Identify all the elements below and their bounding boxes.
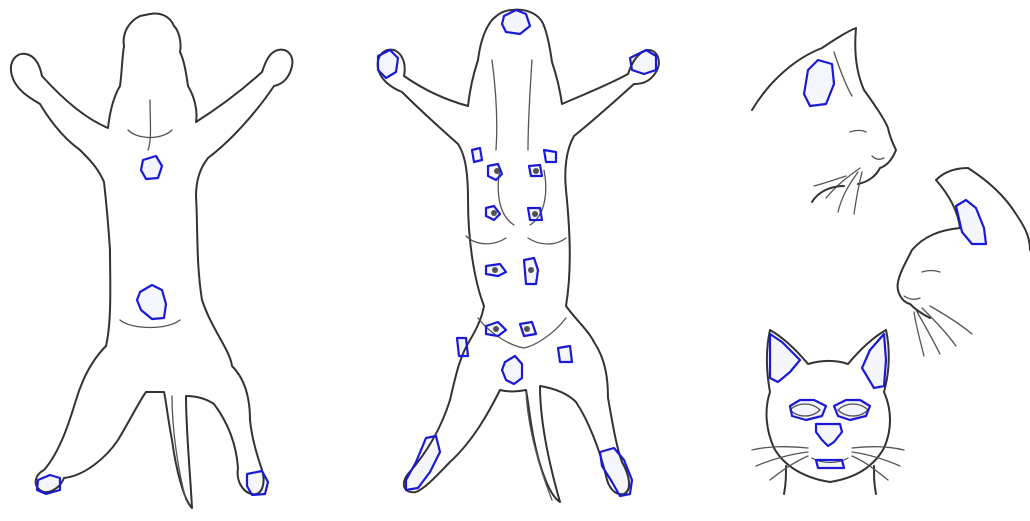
frontal-whisker xyxy=(770,456,808,480)
lesion-mark-chin xyxy=(502,10,530,34)
lesion-mark-inguinal-left xyxy=(457,338,468,356)
lesion-mark-left-hind-paw xyxy=(37,475,60,494)
dorsal-cat-outline xyxy=(11,14,292,509)
upper-neck-line xyxy=(812,186,844,202)
ventral-belly-line-2 xyxy=(528,238,566,244)
lesion-mark-mid-back xyxy=(141,156,162,179)
head-profile-upper xyxy=(752,28,896,214)
lesion-mark-lips xyxy=(816,460,844,468)
ventral-chest-line xyxy=(498,170,514,225)
dorsal-spine-line xyxy=(148,100,151,150)
lesion-mark-mammary-10 xyxy=(520,322,536,336)
lesion-mark-mammary-5 xyxy=(486,206,500,220)
lesion-mark-mammary-3 xyxy=(488,164,502,180)
lesion-mark-mammary-8 xyxy=(524,258,538,284)
lesion-mark-mammary-9 xyxy=(486,322,506,336)
lesion-mark-ear-upper-profile xyxy=(804,60,834,106)
upper-whisker xyxy=(854,172,862,214)
ventral-cat-outline xyxy=(378,10,659,502)
lesion-mark-ear-lower-profile xyxy=(956,200,986,244)
lesion-mark-inguinal-right xyxy=(558,346,572,362)
lesion-mark-lower-back xyxy=(137,285,166,319)
lesion-mark-perianal xyxy=(502,356,522,384)
ventral-view-panel xyxy=(378,10,659,502)
lesion-mark-ear-frontal-right xyxy=(862,334,886,388)
lesion-mark-mammary-2 xyxy=(544,150,556,162)
lower-whisker xyxy=(914,312,924,356)
upper-ear-inner-line xyxy=(834,52,852,96)
lesion-mark-mammary-6 xyxy=(528,208,542,220)
dorsal-view-panel xyxy=(11,14,292,509)
head-frontal xyxy=(752,330,904,494)
lesion-mark-mammary-1 xyxy=(472,148,482,162)
lesion-mark-left-hind-leg xyxy=(406,436,440,490)
lower-mouth-line xyxy=(904,296,920,299)
head-profile-lower xyxy=(898,168,1030,356)
lesion-mark-mammary-4 xyxy=(529,165,542,176)
lower-whisker xyxy=(930,306,972,334)
ventral-belly-line xyxy=(466,236,506,244)
upper-mouth-line xyxy=(872,156,884,159)
lower-eye-line xyxy=(922,271,940,273)
dorsal-hip-line xyxy=(120,320,180,328)
lesion-mark-right-hind-leg xyxy=(600,448,632,496)
lesion-mark-right-fore-paw xyxy=(630,50,656,74)
frontal-whisker xyxy=(752,447,808,450)
upper-eye-line xyxy=(850,131,866,133)
ventral-neck-line-2 xyxy=(528,60,532,150)
lesion-mark-right-hind-paw xyxy=(247,471,268,495)
upper-whisker xyxy=(814,176,846,186)
lower-whisker xyxy=(922,308,956,346)
head-frontal-neck-left xyxy=(784,466,786,494)
head-profile-upper-outline xyxy=(752,28,896,184)
frontal-whisker xyxy=(852,447,904,450)
lesion-mark-nose xyxy=(816,424,842,446)
lesion-mark-eyelid-left xyxy=(790,400,826,420)
upper-whisker xyxy=(826,168,860,198)
ventral-neck-line xyxy=(492,60,497,150)
lesion-mark-left-fore-paw xyxy=(378,50,398,78)
lesion-mark-mammary-7 xyxy=(486,264,506,276)
head-profile-lower-ear xyxy=(936,168,968,180)
head-views-panel xyxy=(752,28,1030,494)
lesion-mark-eyelid-right xyxy=(834,400,870,420)
